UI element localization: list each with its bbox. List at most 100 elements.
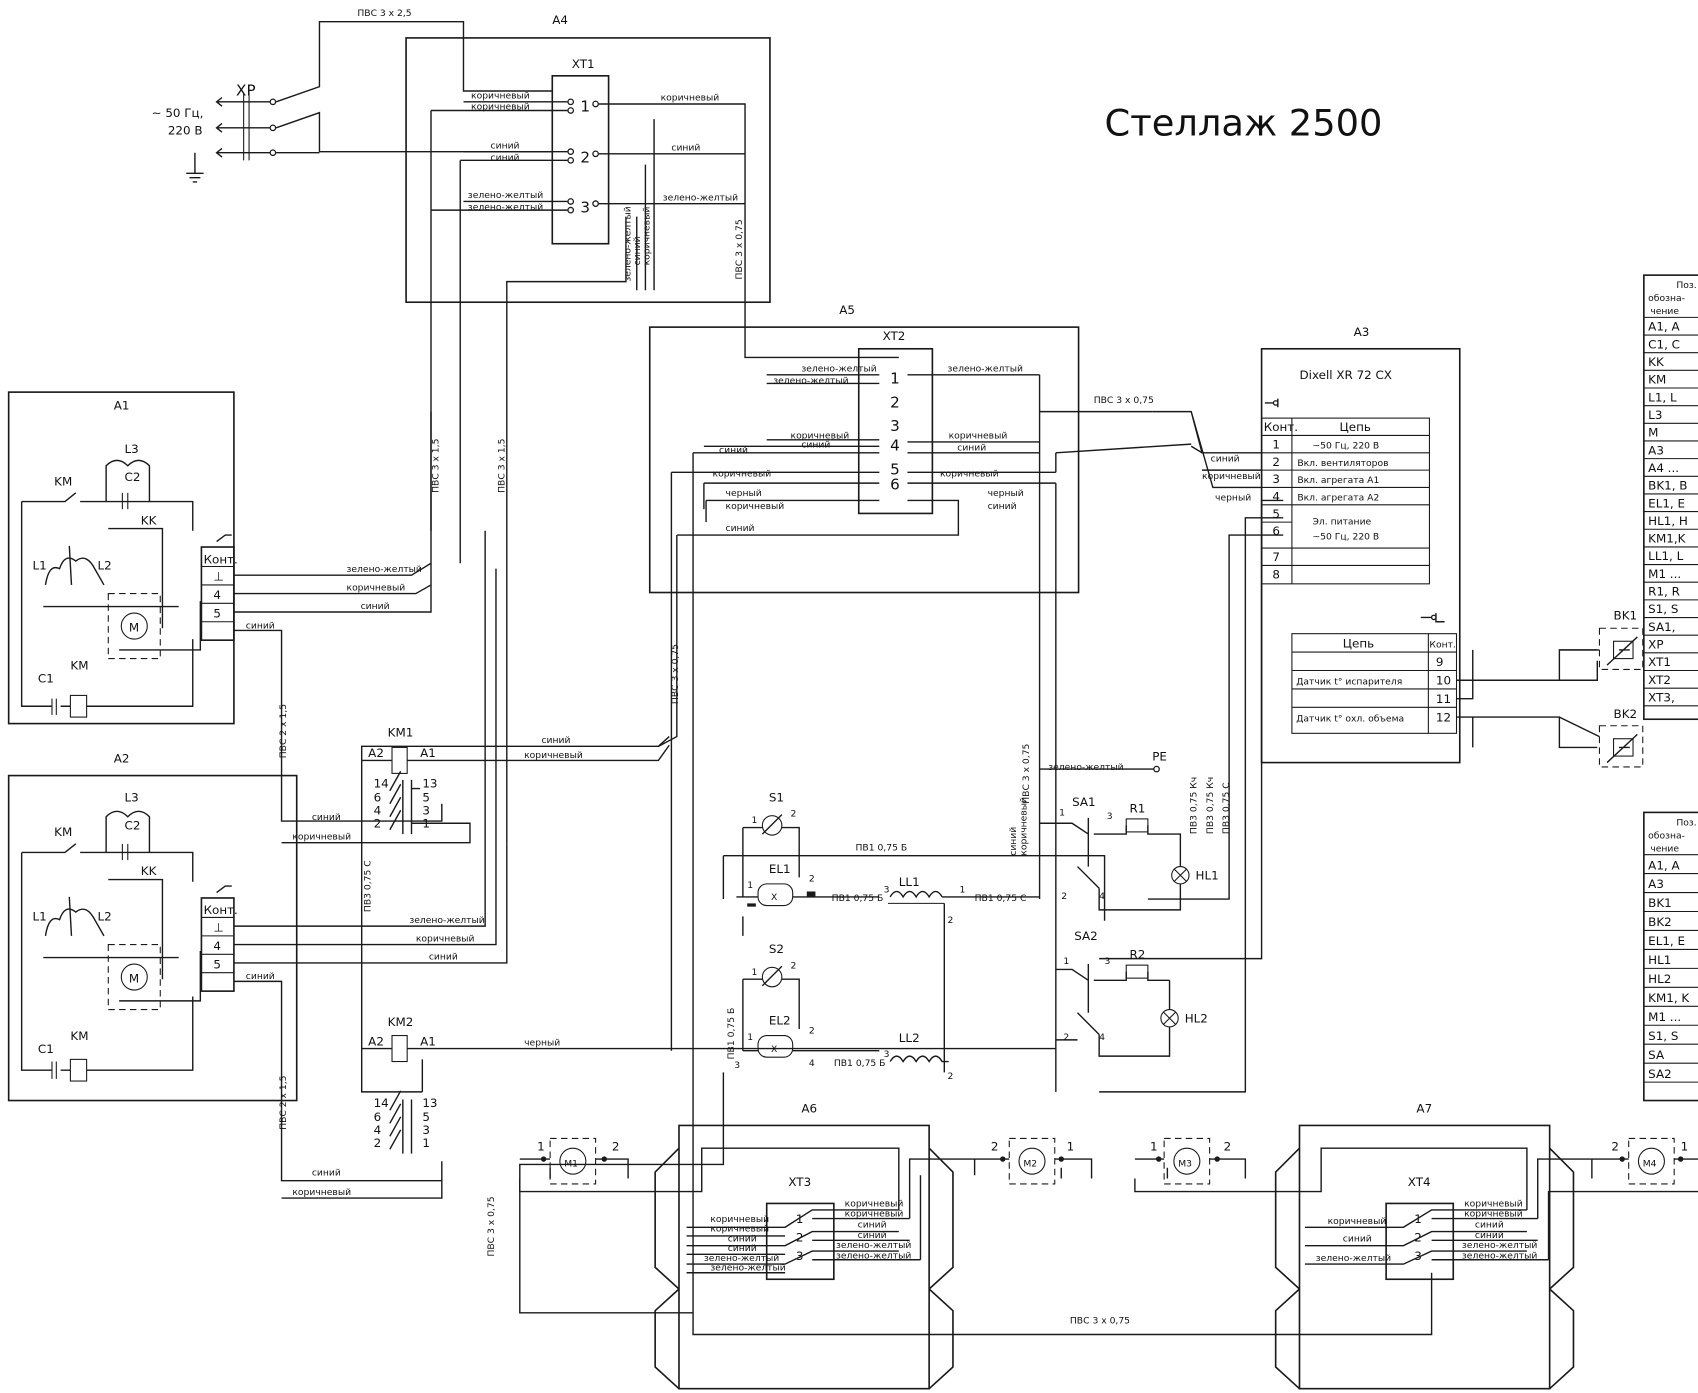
svg-text:A1: A1 — [420, 746, 436, 760]
table-row-label: BK1, B — [1648, 479, 1687, 493]
svg-text:1: 1 — [1150, 1139, 1158, 1153]
svg-text:EL2: EL2 — [769, 1014, 791, 1028]
svg-text:зелено-желтый: зелено-желтый — [409, 915, 484, 926]
table-row-label: XT2 — [1648, 673, 1671, 687]
svg-text:Конт.: Конт. — [204, 903, 238, 917]
svg-text:1: 1 — [422, 1136, 430, 1150]
table-row-label: KK — [1648, 355, 1665, 369]
svg-text:Конт.: Конт. — [1429, 640, 1455, 651]
table-row-label: C1, C — [1648, 337, 1680, 351]
svg-text:4: 4 — [1272, 489, 1280, 503]
sensor-bk2: BK2 — [1559, 707, 1644, 768]
svg-text:ПВС 3 х 0,75: ПВС 3 х 0,75 — [734, 219, 745, 279]
table-row-label: S1, S — [1648, 1029, 1678, 1043]
svg-text:коричневый: коричневый — [471, 101, 530, 112]
table-row-label: SA — [1648, 1048, 1665, 1062]
svg-text:черный: черный — [524, 1037, 560, 1048]
schematic-title: Стеллаж 2500 — [1105, 101, 1383, 144]
svg-text:3: 3 — [1272, 472, 1280, 486]
svg-text:Цепь: Цепь — [1343, 637, 1374, 651]
svg-text:ПВ1 0,75 Б: ПВ1 0,75 Б — [855, 842, 907, 853]
svg-text:XT4: XT4 — [1408, 1175, 1431, 1189]
svg-text:3: 3 — [796, 1249, 804, 1263]
svg-text:коричневый: коричневый — [949, 431, 1008, 442]
svg-text:синий: синий — [541, 735, 570, 746]
svg-text:зелено-желтый: зелено-желтый — [836, 1240, 911, 1251]
svg-text:A2: A2 — [368, 746, 384, 760]
table-row-label: HL1 — [1648, 953, 1671, 967]
svg-text:зелено-желтый: зелено-желтый — [622, 206, 633, 281]
svg-text:13: 13 — [422, 776, 437, 790]
svg-text:Конт.: Конт. — [1264, 420, 1298, 434]
svg-text:Вкл. агрегата А2: Вкл. агрегата А2 — [1297, 492, 1379, 503]
svg-text:2: 2 — [809, 874, 815, 885]
svg-text:4: 4 — [1099, 891, 1105, 902]
table-row-label: A3 — [1648, 877, 1664, 891]
svg-text:зелено-желтый: зелено-желтый — [1462, 1251, 1537, 1262]
svg-text:Поз.: Поз. — [1676, 817, 1696, 828]
a3-label: A3 — [1354, 325, 1370, 339]
svg-text:5: 5 — [1272, 507, 1280, 521]
svg-text:ПВС 2 х 1,5: ПВС 2 х 1,5 — [278, 704, 289, 758]
table-row-label: M1 ... — [1648, 1010, 1681, 1024]
svg-text:2: 2 — [1063, 1032, 1069, 1043]
svg-text:обозна-: обозна- — [1648, 830, 1685, 841]
block-a5: A5 XT2 1 2 3 4 5 6 зелено-желтый зелено-… — [648, 303, 1080, 1092]
svg-text:SA2: SA2 — [1074, 929, 1097, 943]
svg-text:R2: R2 — [1129, 948, 1145, 962]
svg-text:зелено-желтый: зелено-желтый — [347, 564, 422, 575]
table-row-label: XT3, — [1648, 690, 1675, 704]
table-row-label: S1, S — [1648, 602, 1678, 616]
block-a7: A7 XT4 1 2 3 коричневый синий зелено-жел… — [1134, 1101, 1698, 1390]
svg-text:чение: чение — [1650, 843, 1679, 854]
svg-text:2: 2 — [1414, 1230, 1422, 1244]
table-row-label: HL2 — [1648, 972, 1671, 986]
svg-text:EL1: EL1 — [769, 862, 791, 876]
a2-label: A2 — [114, 752, 130, 766]
controller-model: Dixell XR 72 CX — [1299, 368, 1392, 382]
svg-text:зелено-желтый: зелено-желтый — [1462, 1240, 1537, 1251]
svg-text:черный: черный — [726, 488, 762, 499]
svg-text:зелено-желтый: зелено-желтый — [663, 192, 738, 203]
svg-text:коричневый: коричневый — [713, 469, 772, 480]
table-row-label: LL1, L — [1648, 549, 1683, 563]
svg-text:1: 1 — [959, 885, 965, 896]
svg-text:коричневый: коричневый — [726, 501, 785, 512]
svg-text:⊥: ⊥ — [213, 921, 223, 935]
a6-label: A6 — [801, 1101, 817, 1115]
svg-text:1: 1 — [1063, 956, 1069, 967]
svg-text:5: 5 — [213, 957, 221, 971]
svg-text:коричневый: коричневый — [1019, 797, 1030, 856]
svg-text:синий: синий — [671, 143, 700, 154]
svg-text:зелено-желтый: зелено-желтый — [948, 364, 1023, 375]
svg-text:зелено-желтый: зелено-желтый — [468, 202, 543, 213]
svg-text:10: 10 — [1436, 674, 1451, 688]
svg-text:1: 1 — [1681, 1139, 1689, 1153]
svg-text:LL2: LL2 — [899, 1031, 920, 1045]
svg-text:2: 2 — [791, 809, 797, 820]
svg-text:L1: L1 — [32, 559, 46, 573]
svg-text:L3: L3 — [125, 442, 139, 456]
svg-text:ПВ3 0,75 С: ПВ3 0,75 С — [362, 860, 373, 912]
supply-cable-label: ПВС 3 х 2,5 — [357, 8, 411, 19]
svg-text:M2: M2 — [1023, 1159, 1037, 1170]
svg-text:L2: L2 — [97, 559, 111, 573]
svg-text:ПВС 2 х 1,5: ПВС 2 х 1,5 — [278, 1075, 289, 1129]
svg-text:зелено-желтый: зелено-желтый — [1316, 1253, 1391, 1264]
contactor-km1: KM1 A2 A1 синий коричневый 14 6 4 2 13 5… — [281, 726, 670, 1093]
svg-text:Вкл. вентиляторов: Вкл. вентиляторов — [1297, 458, 1388, 469]
svg-text:12: 12 — [1436, 710, 1451, 724]
svg-text:ПВ1 0,75 Б: ПВ1 0,75 Б — [832, 893, 884, 904]
svg-text:2: 2 — [1272, 455, 1280, 469]
svg-text:синий: синий — [246, 620, 275, 631]
svg-text:3: 3 — [890, 417, 900, 435]
unit-a1: A1 L3 C2 KM KK L1 L2 C1 KM M Конт. ⊥ 4 5… — [7, 391, 443, 822]
svg-text:коричневый: коричневый — [710, 1214, 769, 1225]
svg-text:C2: C2 — [125, 470, 141, 484]
svg-text:синий: синий — [957, 443, 986, 454]
svg-text:A2: A2 — [368, 1034, 384, 1048]
svg-text:зелено-желтый: зелено-желтый — [773, 375, 848, 386]
table-row-label: A1, A — [1648, 858, 1680, 872]
svg-text:синий: синий — [361, 601, 390, 612]
fan-motor-m3: M3 1 2 — [1134, 1137, 1247, 1185]
